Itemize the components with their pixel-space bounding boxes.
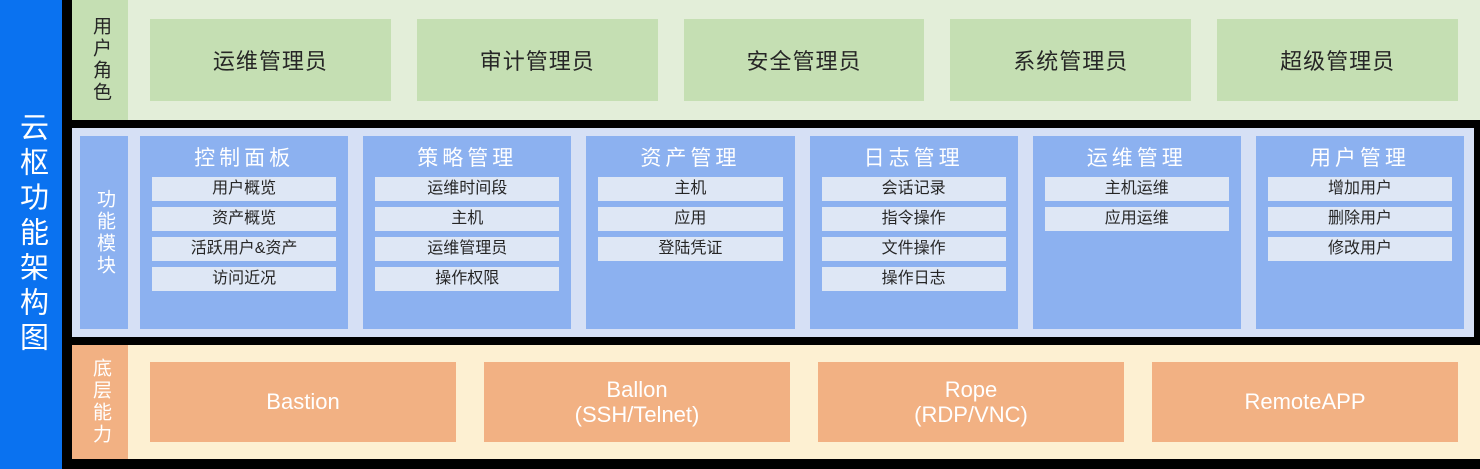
module-item[interactable]: 文件操作 <box>821 237 1006 261</box>
module-item[interactable]: 运维管理员 <box>375 237 560 261</box>
base-capabilities-band: 底层能力 Bastion Ballon (SSH/Telnet) Rope (R… <box>72 345 1480 459</box>
module-item-list: 用户概览 资产概览 活跃用户&资产 访问近况 <box>152 177 337 291</box>
module-title: 运维管理 <box>1086 147 1187 170</box>
module-title: 控制面板 <box>194 147 295 170</box>
function-modules-label-text: 功能模块 <box>93 188 115 277</box>
diagram-bands: 用户角色 运维管理员 审计管理员 安全管理员 系统管理员 超级管理员 功能模块 … <box>62 0 1480 469</box>
module-item[interactable]: 用户概览 <box>152 177 337 201</box>
module-item[interactable]: 操作日志 <box>821 267 1006 291</box>
module-card-asset-management[interactable]: 资产管理 主机 应用 登陆凭证 <box>586 136 795 329</box>
module-item[interactable]: 删除用户 <box>1267 207 1453 231</box>
role-card-security[interactable]: 安全管理员 <box>683 19 925 101</box>
module-card-policy-management[interactable]: 策略管理 运维时间段 主机 运维管理员 操作权限 <box>363 136 572 329</box>
module-item[interactable]: 主机 <box>375 207 560 231</box>
module-item[interactable]: 运维时间段 <box>375 177 560 201</box>
user-roles-label-text: 用户角色 <box>89 16 111 104</box>
module-item[interactable]: 主机运维 <box>1044 177 1229 201</box>
role-card-system[interactable]: 系统管理员 <box>950 19 1192 101</box>
module-item[interactable]: 活跃用户&资产 <box>152 237 337 261</box>
base-capabilities-row: Bastion Ballon (SSH/Telnet) Rope (RDP/VN… <box>128 345 1480 459</box>
base-capabilities-label-text: 底层能力 <box>89 358 111 446</box>
module-item[interactable]: 访问近况 <box>152 267 337 291</box>
module-item-list: 增加用户 删除用户 修改用户 <box>1267 177 1453 261</box>
module-item[interactable]: 操作权限 <box>375 267 560 291</box>
module-item[interactable]: 资产概览 <box>152 207 337 231</box>
role-card-audit[interactable]: 审计管理员 <box>416 19 658 101</box>
user-roles-row: 运维管理员 审计管理员 安全管理员 系统管理员 超级管理员 <box>128 0 1480 120</box>
diagram-title-bar: 云枢功能架构图 <box>0 0 62 469</box>
role-card-operations[interactable]: 运维管理员 <box>150 19 391 101</box>
diagram-title: 云枢功能架构图 <box>15 112 48 357</box>
module-item[interactable]: 主机 <box>598 177 783 201</box>
base-capabilities-label: 底层能力 <box>72 345 128 459</box>
module-title: 策略管理 <box>417 147 518 170</box>
module-card-operations-management[interactable]: 运维管理 主机运维 应用运维 <box>1032 136 1241 329</box>
module-item[interactable]: 指令操作 <box>821 207 1006 231</box>
module-item[interactable]: 登陆凭证 <box>598 237 783 261</box>
module-card-user-management[interactable]: 用户管理 增加用户 删除用户 修改用户 <box>1255 136 1465 329</box>
module-item-list: 主机 应用 登陆凭证 <box>598 177 783 261</box>
user-roles-label: 用户角色 <box>72 0 128 120</box>
module-item[interactable]: 会话记录 <box>821 177 1006 201</box>
module-card-control-panel[interactable]: 控制面板 用户概览 资产概览 活跃用户&资产 访问近况 <box>140 136 349 329</box>
function-modules-label: 功能模块 <box>80 136 128 329</box>
module-item[interactable]: 应用 <box>598 207 783 231</box>
module-item-list: 运维时间段 主机 运维管理员 操作权限 <box>375 177 560 291</box>
module-title: 资产管理 <box>640 147 741 170</box>
base-card-bastion[interactable]: Bastion <box>150 362 456 442</box>
function-modules-band: 功能模块 控制面板 用户概览 资产概览 活跃用户&资产 访问近况 策略管理 运维… <box>72 128 1474 337</box>
module-card-log-management[interactable]: 日志管理 会话记录 指令操作 文件操作 操作日志 <box>809 136 1018 329</box>
module-title: 日志管理 <box>863 147 964 170</box>
module-item[interactable]: 修改用户 <box>1267 237 1453 261</box>
role-card-super[interactable]: 超级管理员 <box>1217 19 1458 101</box>
base-card-rope[interactable]: Rope (RDP/VNC) <box>818 362 1124 442</box>
function-modules-row: 控制面板 用户概览 资产概览 活跃用户&资产 访问近况 策略管理 运维时间段 主… <box>128 128 1474 337</box>
module-title: 用户管理 <box>1309 147 1410 170</box>
module-item[interactable]: 应用运维 <box>1044 207 1229 231</box>
base-card-ballon[interactable]: Ballon (SSH/Telnet) <box>484 362 790 442</box>
module-item[interactable]: 增加用户 <box>1267 177 1453 201</box>
module-item-list: 会话记录 指令操作 文件操作 操作日志 <box>821 177 1006 291</box>
user-roles-band: 用户角色 运维管理员 审计管理员 安全管理员 系统管理员 超级管理员 <box>72 0 1480 120</box>
base-card-remoteapp[interactable]: RemoteAPP <box>1152 362 1458 442</box>
module-item-list: 主机运维 应用运维 <box>1044 177 1229 231</box>
